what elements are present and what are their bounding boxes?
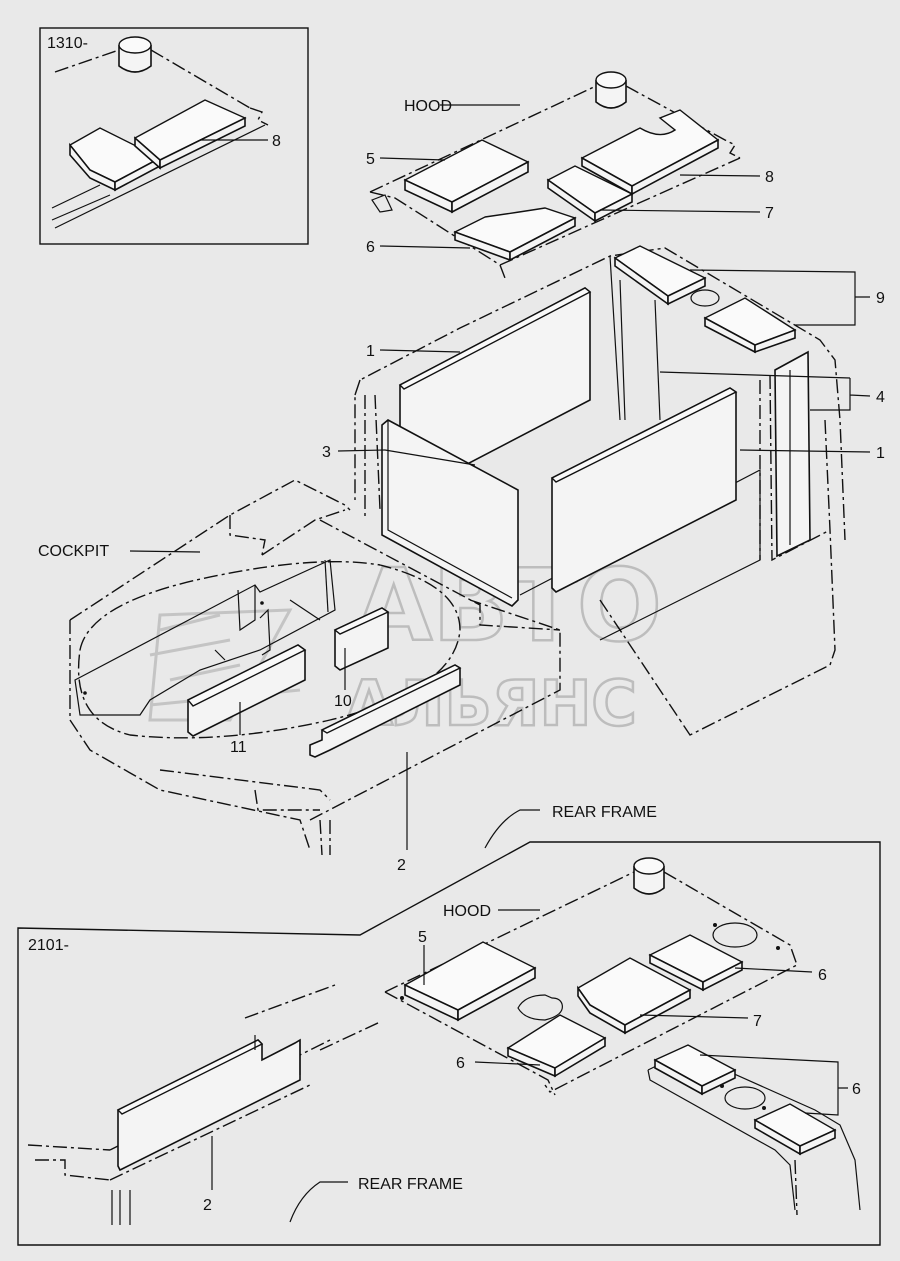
label-8-top: 8	[765, 169, 774, 186]
part-10	[333, 607, 390, 671]
inset-2101-pad-6-top	[648, 934, 744, 992]
inset-2101-pad-6-rear-a	[653, 1044, 737, 1096]
label-6-inset-top: 6	[818, 967, 827, 984]
label-6-top: 6	[366, 239, 375, 256]
inset-2101-cylinder	[633, 857, 665, 895]
inset-2101-pad-6-left	[506, 1014, 607, 1078]
label-6-inset-right: 6	[852, 1081, 861, 1098]
inset-2101-part-2	[116, 1035, 301, 1172]
label-hood-top: HOOD	[404, 98, 452, 115]
hood-assembly: HOOD 5 6 7 8	[366, 71, 774, 279]
inset-2101-pad-5	[403, 941, 537, 1022]
pad-9-upper	[613, 245, 707, 306]
label-6-inset-left: 6	[456, 1055, 465, 1072]
part-2	[309, 664, 462, 758]
panel-4-pair	[774, 350, 811, 558]
label-3: 3	[322, 444, 331, 461]
inset-1310-cylinder	[118, 36, 152, 73]
label-10: 10	[334, 693, 352, 710]
label-2-inset: 2	[203, 1197, 212, 1214]
rear-frame-body: 1 3 1 4 9	[322, 245, 885, 736]
label-1-left: 1	[366, 343, 375, 360]
label-9: 9	[876, 290, 885, 307]
watermark-emblem	[148, 608, 301, 722]
label-11: 11	[230, 739, 247, 756]
label-rear-frame-inset: REAR FRAME	[358, 1176, 463, 1193]
hood-pad-8	[580, 109, 720, 196]
inset-2101: 2101-	[17, 841, 881, 1246]
inset-2101-label: 2101-	[28, 937, 69, 954]
label-5-inset: 5	[418, 929, 427, 946]
label-hood-inset: HOOD	[443, 903, 491, 920]
inset-1310-pad-right	[133, 99, 247, 170]
pad-9-lower	[703, 297, 797, 354]
inset-2101-pad-6-rear-b	[753, 1103, 837, 1156]
panel-3	[381, 419, 519, 607]
panel-1-left	[398, 287, 592, 498]
label-7-top: 7	[765, 205, 774, 222]
inset-1310: 8 1310-	[39, 27, 309, 245]
inset-2101-frame	[17, 841, 881, 1246]
inset-2101-pad-7	[576, 957, 692, 1035]
hood-pad-6	[453, 207, 577, 262]
panel-1-right	[550, 387, 738, 593]
hood-pad-5	[403, 139, 530, 214]
label-7-inset: 7	[753, 1013, 762, 1030]
label-rear-frame-main: REAR FRAME	[552, 804, 657, 821]
label-8-inset: 8	[272, 133, 281, 150]
inset-1310-frame	[39, 27, 309, 245]
label-5-top: 5	[366, 151, 375, 168]
hood-cylinder	[595, 71, 627, 109]
watermark-logo: АВТО АЛЬЯНС	[148, 546, 663, 741]
hood-pad-7	[546, 165, 634, 223]
inset-1310-pad-left	[68, 127, 162, 192]
inset-1310-label: 1310-	[47, 35, 88, 52]
part-11	[186, 644, 307, 737]
label-1-right: 1	[876, 445, 885, 462]
cockpit-assembly: COCKPIT 10 11 2 REAR FRAME	[38, 479, 657, 874]
label-2-main: 2	[397, 857, 406, 874]
label-cockpit: COCKPIT	[38, 543, 109, 560]
label-4: 4	[876, 389, 885, 406]
